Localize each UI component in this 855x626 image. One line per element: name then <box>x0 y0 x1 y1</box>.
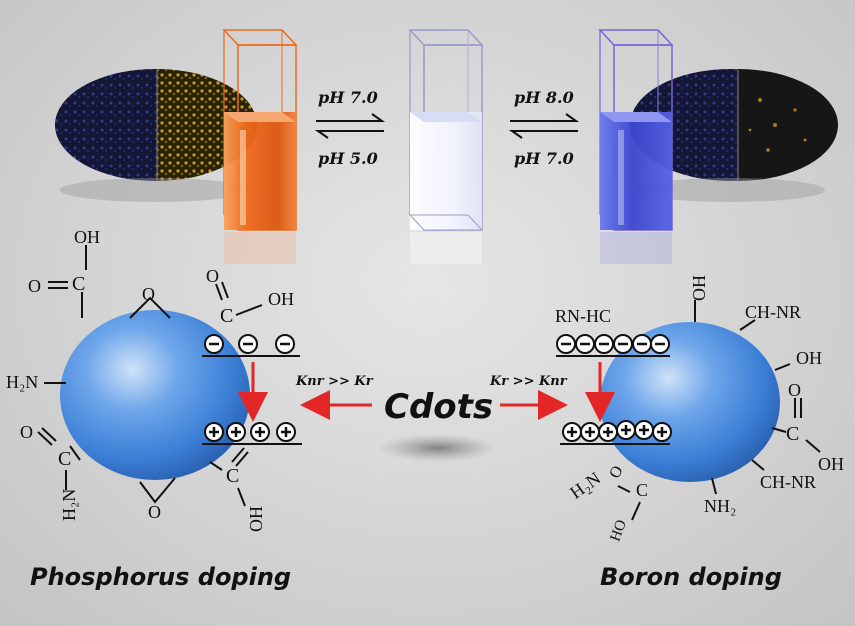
chnr-bottom: CH-NR <box>760 472 816 492</box>
negative-charges-left <box>202 334 300 357</box>
rate-right: Kr >> Knr <box>489 374 568 389</box>
caption-phosphorus: Phosphorus doping <box>30 563 291 591</box>
cooh-surface-c: C <box>220 305 233 327</box>
amine-group: H₂N <box>6 372 38 392</box>
cooh-top-c: C <box>72 273 85 295</box>
rnhc-group: RN-HC <box>555 306 611 326</box>
h2n-group: H₂N <box>566 468 604 503</box>
vial-clear <box>408 29 484 264</box>
cooh-top-oh: OH <box>74 227 100 247</box>
positive-charges-right <box>560 420 672 445</box>
oh-right: OH <box>796 348 822 368</box>
vial-blue <box>598 29 674 264</box>
cooh-bottom-c: C <box>226 465 239 487</box>
eq-right-forward: pH 8.0 <box>514 88 574 107</box>
eq-left-forward: pH 7.0 <box>318 88 378 107</box>
vial-orange <box>222 29 298 264</box>
cooh-right-o: O <box>788 380 801 400</box>
ho-c: C <box>636 480 648 500</box>
cooh-right-oh: OH <box>818 454 844 474</box>
right-fluorescence-image <box>630 69 838 202</box>
title-shadow <box>378 434 498 462</box>
amide-n: H₂N <box>59 489 79 521</box>
cooh-right-c: C <box>786 423 799 445</box>
cooh-top-o: O <box>28 276 41 296</box>
nh2-group: NH₂ <box>704 496 736 516</box>
negative-charges-right <box>556 334 670 357</box>
chnr-top: CH-NR <box>745 302 801 322</box>
caption-boron: Boron doping <box>600 563 782 591</box>
amide-o: O <box>20 422 33 442</box>
cooh-bottom-oh: OH <box>246 506 266 532</box>
eq-right-reverse: pH 7.0 <box>514 149 574 168</box>
boron-cdot: RN-HC OH CH-NR OH C O OH CH-NR NH₂ H₂N C… <box>555 275 844 544</box>
equilibrium-right: pH 8.0 pH 7.0 <box>508 88 580 168</box>
ho-group: HO <box>608 518 631 544</box>
rate-left: Knr >> Kr <box>295 374 374 389</box>
cooh-surface-oh: OH <box>268 289 294 309</box>
oh-top: OH <box>689 275 709 301</box>
amide-c: C <box>58 448 71 470</box>
ho-o: O <box>606 463 627 482</box>
positive-charges-left <box>202 422 302 445</box>
phosphorus-cdot: O O C OH O H₂N C O H₂N C OH O C OH <box>6 227 294 532</box>
cooh-surface-o: O <box>206 266 219 286</box>
center-title: Cdots <box>384 387 493 427</box>
equilibrium-left: pH 7.0 pH 5.0 <box>314 88 386 168</box>
eq-left-reverse: pH 5.0 <box>318 149 378 168</box>
epoxide-top-o: O <box>142 284 155 304</box>
epoxide-bottom-o: O <box>148 502 161 522</box>
